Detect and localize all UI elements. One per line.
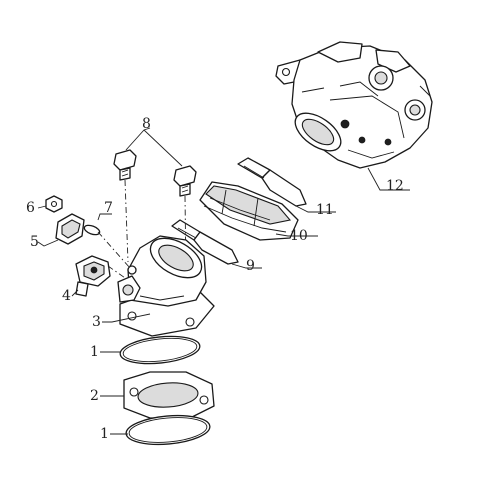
- intake-boot: [199, 181, 299, 241]
- sensor-cap: [55, 213, 85, 245]
- callout-2: 2: [90, 388, 99, 404]
- callout-9: 9: [246, 258, 255, 274]
- o-ring-upper: [119, 335, 201, 365]
- spacer-gasket: [123, 371, 215, 419]
- small-nut: [45, 195, 63, 213]
- bolt-right: [173, 165, 197, 197]
- callout-12: 12: [386, 178, 404, 194]
- hose-clamp-lower: [171, 219, 239, 265]
- callout-1-upper: 1: [90, 344, 99, 360]
- intake-manifold: [117, 235, 215, 337]
- o-ring-lower: [125, 414, 211, 446]
- callout-11: 11: [316, 202, 334, 218]
- callout-4: 4: [62, 288, 71, 304]
- callout-labels: 8 7 6 5 4 3 1 2 1 9 10 11 12: [26, 116, 404, 442]
- small-seal: [83, 224, 101, 236]
- callout-6: 6: [26, 200, 35, 216]
- callout-5: 5: [30, 234, 39, 250]
- bolt-left: [113, 149, 137, 181]
- hose-clamp-upper: [237, 157, 307, 207]
- callout-7: 7: [104, 200, 113, 216]
- callout-3: 3: [92, 314, 101, 330]
- throttle-body-assembly: [275, 41, 433, 169]
- callout-10: 10: [290, 228, 308, 244]
- callout-8: 8: [142, 116, 151, 132]
- sensor: [75, 255, 111, 297]
- callout-1-lower: 1: [100, 426, 109, 442]
